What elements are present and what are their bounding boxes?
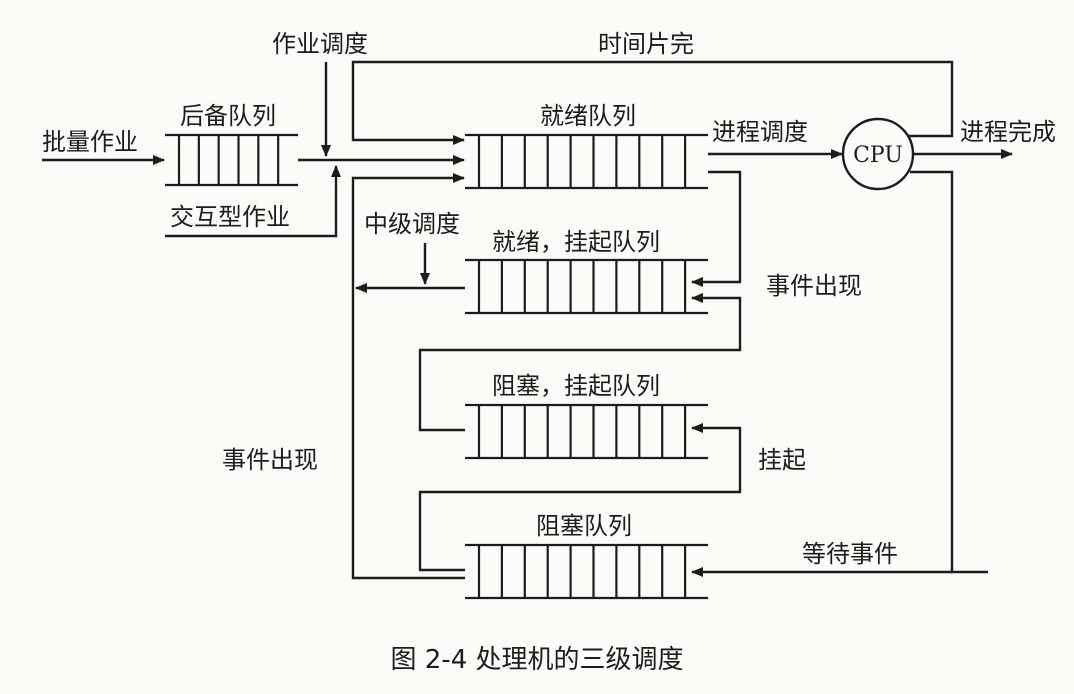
event-occurs-left-label: 事件出现 xyxy=(222,446,318,474)
batch-job-label: 批量作业 xyxy=(42,128,138,156)
wait-event-label: 等待事件 xyxy=(802,540,898,568)
blocked-suspend-queue xyxy=(465,403,708,460)
blocked-suspend-queue-label: 阻塞，挂起队列 xyxy=(492,372,660,400)
ready-suspend-queue-label: 就绪，挂起队列 xyxy=(492,228,660,256)
event-occurs-left-arrow xyxy=(351,173,465,580)
process-complete-label: 进程完成 xyxy=(960,118,1056,146)
blocked-queue-label: 阻塞队列 xyxy=(536,512,632,540)
interactive-job-arrow xyxy=(165,165,341,238)
ready-queue-label: 就绪队列 xyxy=(540,102,636,130)
time-slice-done-label: 时间片完 xyxy=(598,30,694,58)
ready-queue xyxy=(465,133,708,190)
ready-to-ready-suspend-arrow xyxy=(691,170,742,287)
suspend-arrow xyxy=(418,423,742,572)
time-slice-loop-arrow xyxy=(351,60,954,145)
ready-suspend-queue xyxy=(465,258,708,315)
interactive-job-label: 交互型作业 xyxy=(170,203,290,231)
backup-queue-label: 后备队列 xyxy=(180,102,276,130)
backup-queue xyxy=(165,133,298,187)
blocked-queue xyxy=(465,543,708,600)
suspend-label: 挂起 xyxy=(758,446,806,474)
event-occurs-right-label: 事件出现 xyxy=(766,272,862,300)
figure-caption: 图 2-4 处理机的三级调度 xyxy=(391,645,684,675)
job-scheduling-label: 作业调度 xyxy=(272,30,368,58)
cpu-label: CPU xyxy=(853,143,903,168)
process-scheduling-label: 进程调度 xyxy=(712,118,808,146)
mid-scheduling-label: 中级调度 xyxy=(364,210,460,238)
wait-event-arrow xyxy=(910,170,988,574)
event-occurs-right-arrow xyxy=(418,293,742,432)
